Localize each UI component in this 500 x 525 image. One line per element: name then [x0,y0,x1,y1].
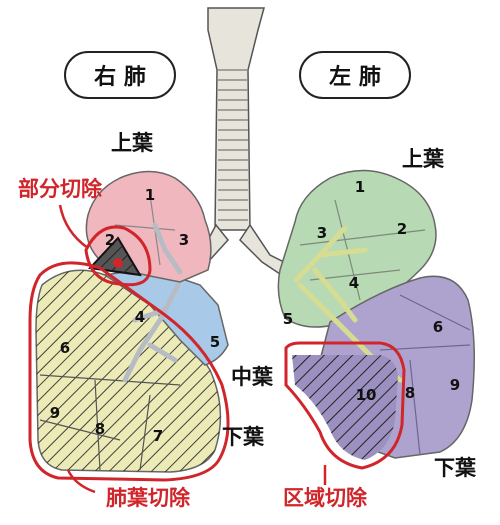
lobectomy-label: 肺葉切除 [106,486,191,510]
segment-l6: 6 [433,318,443,336]
middle-lobe-label: 中葉 [231,365,274,389]
right-bronchial-tree [122,222,183,383]
segment-l10: 10 [356,386,377,404]
partial-resection-label: 部分切除 [18,177,103,201]
segment-r3: 3 [179,231,189,249]
segment-r5: 5 [210,333,220,351]
segment-r2: 2 [105,231,115,249]
left-upper-lobe-label: 上葉 [402,147,445,171]
svg-text:右 肺: 右 肺 [94,65,146,90]
segment-l3: 3 [317,224,327,242]
segment-r4: 4 [135,308,145,326]
segment-l5: 5 [283,310,293,328]
segment-r9: 9 [50,404,60,422]
lobectomy-connector [66,469,96,494]
svg-text:左 肺: 左 肺 [329,64,381,90]
right-upper-lobe-label: 上葉 [111,131,154,155]
segment-r8: 8 [95,420,105,438]
right-lower-lobe-label: 下葉 [222,425,265,449]
partial-resection-connector [58,204,89,250]
segment-l1: 1 [355,178,365,196]
right-lung-label: 右 肺 [64,51,176,99]
left-lower-lobe-label: 下葉 [434,456,477,480]
partial-resection-region [84,225,152,287]
segmentectomy-region [284,341,406,470]
segment-l9: 9 [450,376,460,394]
segment-l8: 8 [405,384,415,402]
segment-r1: 1 [145,186,155,204]
segment-l4: 4 [349,274,359,292]
lobectomy-outline [28,261,230,482]
segment-r6: 6 [60,339,70,357]
segmentectomy-label: 区域切除 [283,486,368,510]
segment-r7: 7 [153,427,163,445]
segment-l2: 2 [397,220,407,238]
left-lung-label: 左 肺 [299,51,411,99]
